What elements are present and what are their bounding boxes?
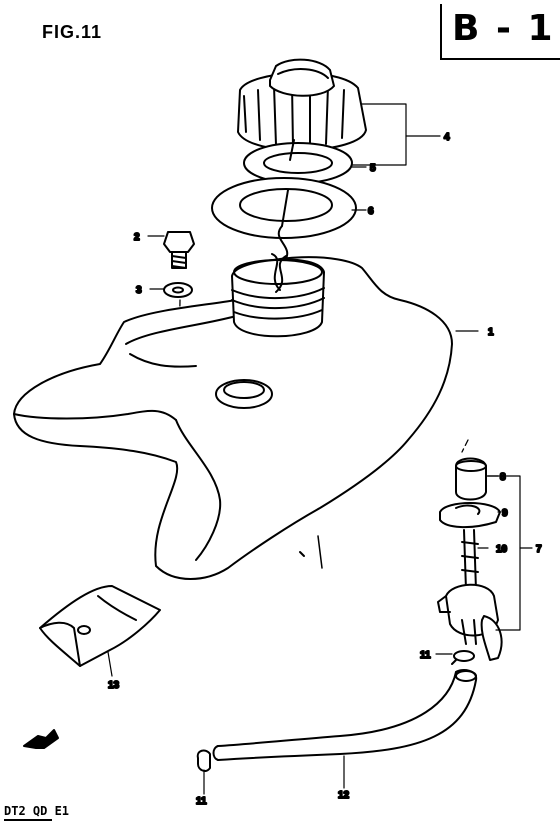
bolt <box>163 231 195 269</box>
leader-lines <box>107 103 533 795</box>
filler-ring <box>211 177 357 297</box>
callout-6: 6 <box>368 206 374 217</box>
callout-11-lower: 11 <box>196 796 207 807</box>
washer <box>163 282 193 298</box>
callout-12: 12 <box>338 790 350 801</box>
callout-11-upper: 11 <box>420 650 431 661</box>
fuel-cock-assembly <box>437 439 503 661</box>
callout-4: 4 <box>444 132 450 143</box>
fuel-hose <box>212 669 478 761</box>
rubber-pad <box>39 585 161 667</box>
front-arrow-icon <box>23 729 59 749</box>
callout-1: 1 <box>488 327 494 338</box>
figure-title: FIG.11 <box>42 22 103 42</box>
cap-gasket <box>243 139 353 184</box>
hose-clip-upper <box>451 650 475 665</box>
fuel-cap <box>237 58 367 152</box>
section-box <box>440 4 560 60</box>
callout-10: 10 <box>496 544 508 555</box>
callout-5: 5 <box>370 163 376 174</box>
callout-3: 3 <box>136 285 142 296</box>
callout-9: 9 <box>502 508 508 519</box>
callout-7: 7 <box>536 544 542 555</box>
footer-underline <box>4 819 52 821</box>
callout-8: 8 <box>500 472 506 483</box>
section-label: B - 1 <box>452 8 555 49</box>
callout-2: 2 <box>134 232 140 243</box>
hose-clip-lower <box>196 749 211 772</box>
callout-13: 13 <box>108 680 120 691</box>
fuel-tank <box>13 253 453 580</box>
footer-code: DT2 QD E1 <box>4 804 70 818</box>
